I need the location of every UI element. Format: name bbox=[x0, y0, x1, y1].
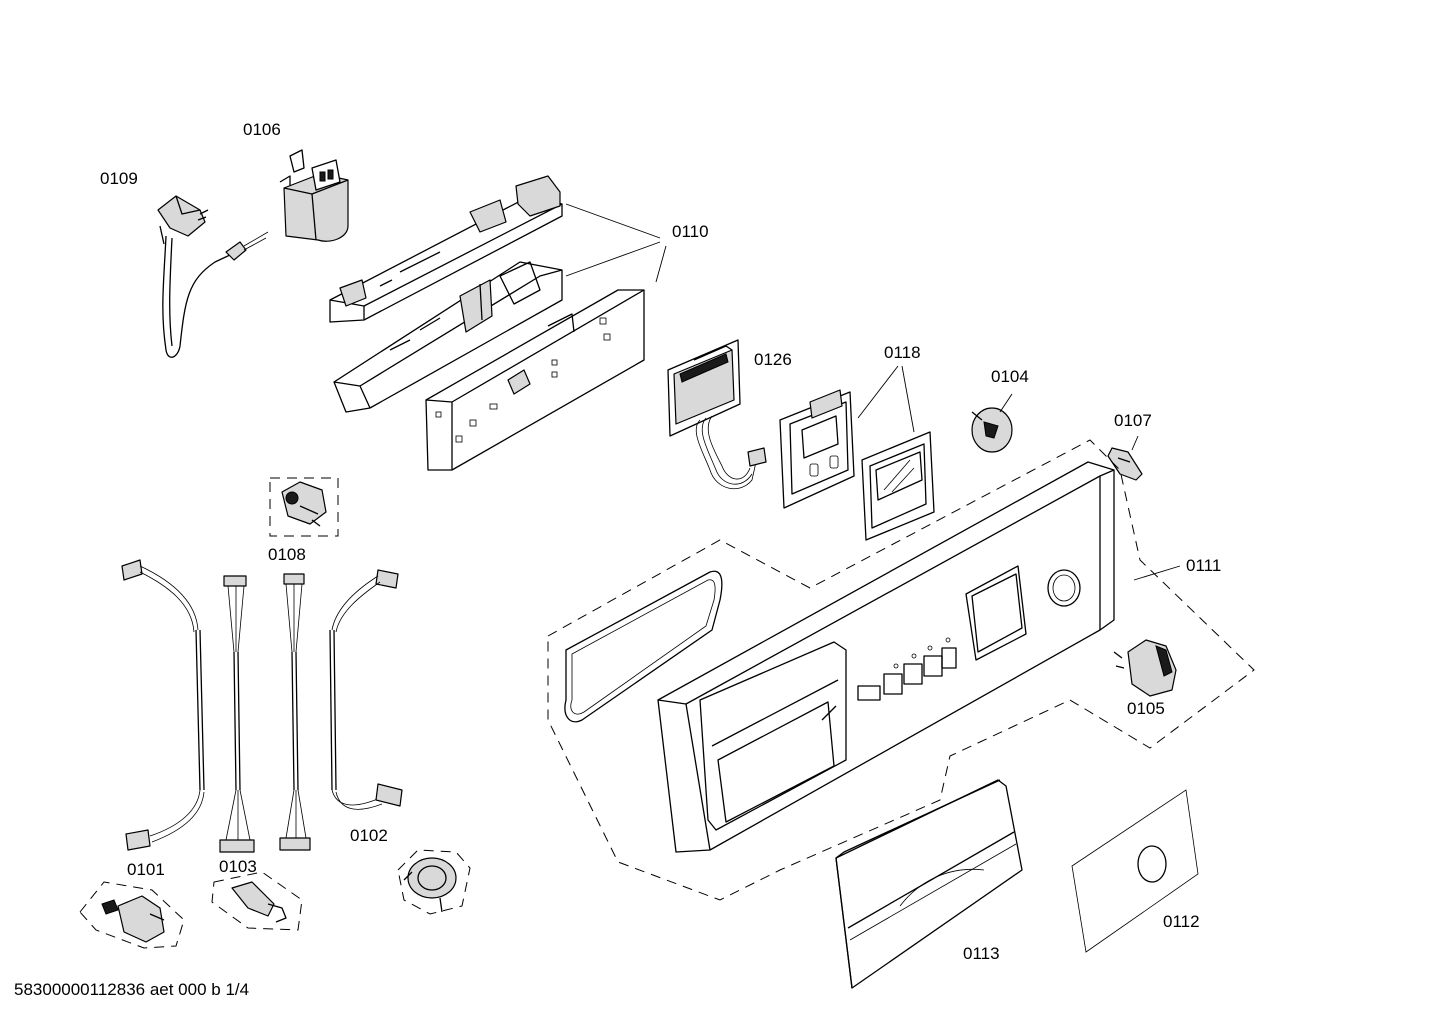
wiring-harness-0101-part bbox=[121, 559, 205, 851]
cover-plate-part bbox=[1071, 789, 1199, 953]
part-label-0108: 0108 bbox=[268, 545, 306, 564]
part-label-0126: 0126 bbox=[754, 350, 792, 369]
part-label-0107: 0107 bbox=[1114, 411, 1152, 430]
electronic-module-assembly-part bbox=[329, 175, 667, 471]
part-label-0104: 0104 bbox=[991, 367, 1029, 386]
selector-knob-small-part bbox=[971, 393, 1013, 453]
part-label-0113: 0113 bbox=[963, 944, 1000, 963]
part-label-0103: 0103 bbox=[219, 857, 257, 876]
wiring-harness-0103-part bbox=[219, 573, 311, 853]
document-id-footer: 58300000112836 aet 000 b 1/4 bbox=[14, 980, 250, 999]
part-labels: 0106 0109 0110 0126 0118 0104 0107 0108 … bbox=[100, 120, 1221, 963]
pressure-switch-part bbox=[397, 849, 471, 915]
power-cord-part bbox=[157, 195, 269, 358]
part-label-0101: 0101 bbox=[127, 860, 165, 879]
part-label-0109: 0109 bbox=[100, 169, 138, 188]
switch-part bbox=[269, 477, 339, 537]
part-label-0106: 0106 bbox=[243, 120, 281, 139]
retaining-clip-part bbox=[1107, 435, 1143, 481]
part-label-0102: 0102 bbox=[350, 826, 388, 845]
drawer-handle-part bbox=[835, 779, 1023, 989]
valve-part bbox=[79, 881, 185, 949]
part-label-0105: 0105 bbox=[1127, 699, 1165, 718]
part-label-0110: 0110 bbox=[672, 222, 709, 241]
sensor-part bbox=[211, 871, 303, 931]
part-label-0111: 0111 bbox=[1186, 556, 1221, 575]
part-label-0118: 0118 bbox=[884, 343, 921, 362]
program-knob-part bbox=[1113, 639, 1177, 697]
part-label-0112: 0112 bbox=[1163, 912, 1200, 931]
interference-filter-part bbox=[279, 149, 349, 242]
display-module-part bbox=[667, 339, 767, 489]
control-panel-part bbox=[547, 439, 1255, 901]
wiring-harness-0102-part bbox=[329, 569, 403, 810]
display-cover-part bbox=[779, 365, 935, 541]
